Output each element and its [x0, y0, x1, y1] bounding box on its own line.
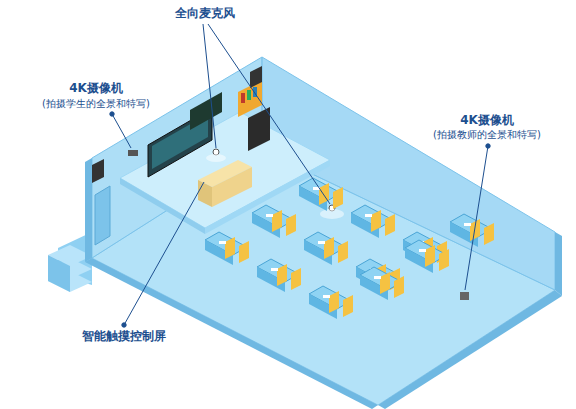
book — [271, 268, 278, 271]
desk-set — [299, 178, 343, 211]
chair — [319, 183, 329, 205]
book — [365, 214, 372, 217]
desk-set — [405, 240, 449, 273]
book — [323, 295, 330, 298]
chair — [324, 237, 334, 259]
chair — [286, 214, 296, 236]
book — [241, 93, 245, 103]
front-wall-edge — [378, 290, 562, 409]
mic-pickup — [206, 154, 226, 162]
desk-set — [257, 259, 301, 292]
speaker — [92, 159, 104, 183]
book — [464, 223, 471, 226]
book — [266, 214, 273, 217]
desk-set — [304, 232, 348, 265]
desk-set — [252, 205, 296, 238]
wall-edge — [555, 232, 562, 296]
chair — [291, 268, 301, 290]
camera — [128, 150, 138, 156]
chair — [439, 249, 449, 271]
mic-pickup — [320, 209, 344, 219]
speaker — [250, 66, 262, 88]
desks — [205, 178, 494, 319]
door — [95, 186, 110, 245]
cabinet — [248, 107, 270, 151]
leader-line — [124, 182, 204, 325]
chair — [239, 241, 249, 263]
podium-front — [212, 167, 252, 207]
book — [247, 90, 251, 100]
callout-label: 4K摄像机 — [460, 113, 514, 127]
leader-line — [203, 24, 216, 148]
chair — [425, 245, 435, 267]
desk-set — [205, 232, 249, 265]
book — [419, 249, 426, 252]
chair — [338, 241, 348, 263]
leader-lines — [110, 24, 490, 327]
platform-edge — [120, 178, 205, 234]
chair — [329, 291, 339, 313]
desk-set — [309, 286, 353, 319]
chair — [385, 214, 395, 236]
camera — [460, 292, 469, 300]
callout-label: (拍摄教师的全景和特写) — [433, 129, 541, 141]
blackboard — [190, 92, 222, 130]
leader-line — [112, 114, 131, 148]
leader-line — [208, 24, 330, 204]
leader-dot — [110, 112, 114, 116]
chair — [371, 210, 381, 232]
chair — [272, 210, 282, 232]
book — [318, 241, 325, 244]
leader-dot — [122, 323, 126, 327]
leader-line — [465, 146, 488, 290]
book — [374, 276, 381, 279]
book — [219, 241, 226, 244]
callout-label: 全向麦克风 — [175, 6, 235, 20]
chair — [380, 272, 390, 294]
chair — [333, 187, 343, 209]
callout-label: (拍摄学生的全景和特写) — [42, 98, 150, 110]
callout-label: 4K摄像机 — [69, 81, 123, 95]
wall-edge — [85, 158, 92, 262]
callout-label: 智能触摸控制屏 — [82, 329, 166, 343]
chair — [343, 295, 353, 317]
stair-front — [48, 255, 70, 292]
desk-set — [360, 267, 404, 300]
chair — [277, 264, 287, 286]
chair — [484, 223, 494, 245]
chair — [394, 276, 404, 298]
leader-dot — [486, 144, 490, 148]
chair — [225, 237, 235, 259]
desk-set — [450, 214, 494, 247]
desk-set — [351, 205, 395, 238]
podium-side — [198, 180, 212, 207]
